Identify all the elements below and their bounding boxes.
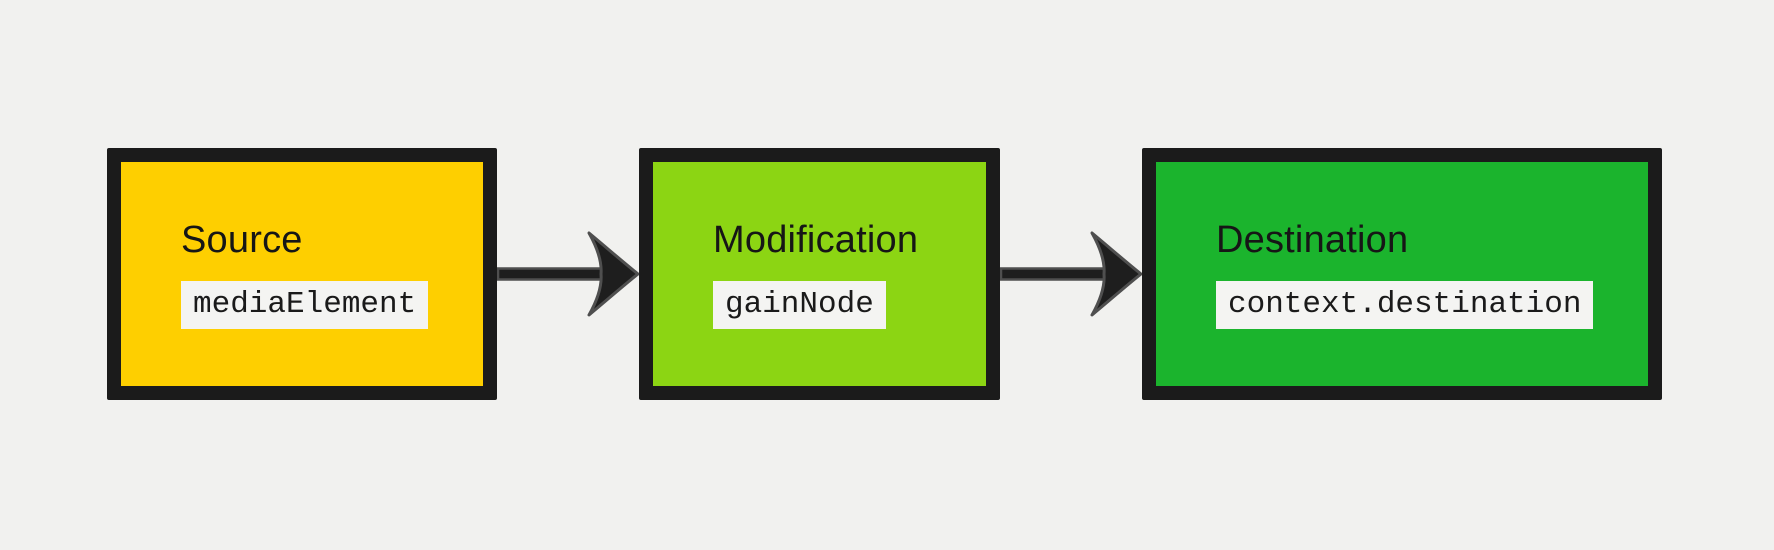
node-modification-code-chip: gainNode <box>713 281 886 330</box>
audio-graph-row: Source mediaElement Modification gainNod… <box>107 148 1662 400</box>
node-destination-title: Destination <box>1216 218 1409 261</box>
arrow-right-icon <box>1000 231 1142 317</box>
node-source: Source mediaElement <box>107 148 497 400</box>
arrow-head <box>1090 231 1142 317</box>
arrow-shaft <box>497 267 606 281</box>
arrow-head <box>587 231 639 317</box>
node-destination: Destination context.destination <box>1142 148 1662 400</box>
arrow-shaft <box>1000 267 1109 281</box>
arrow-right-icon <box>497 231 639 317</box>
node-source-code-chip: mediaElement <box>181 281 429 330</box>
node-destination-code-chip: context.destination <box>1216 281 1594 330</box>
node-modification-title: Modification <box>713 218 919 261</box>
node-modification: Modification gainNode <box>639 148 1000 400</box>
node-source-title: Source <box>181 218 303 261</box>
